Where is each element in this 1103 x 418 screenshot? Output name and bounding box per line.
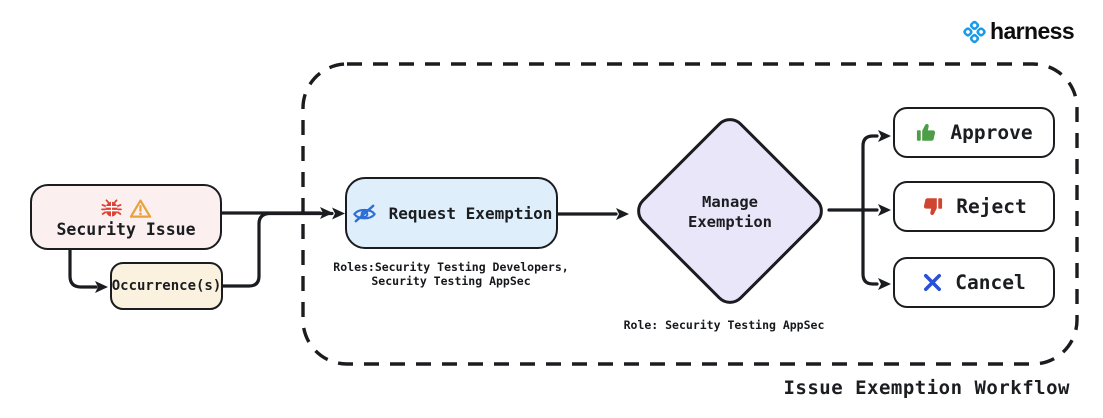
thumbs-up-icon [915, 121, 938, 144]
manage-exemption-label: Manage Exemption [688, 193, 772, 231]
warning-icon [129, 198, 152, 219]
bug-icon [100, 198, 122, 219]
edge-manage-to-cancel [861, 208, 879, 286]
node-request-exemption: Request Exemption [345, 177, 558, 249]
harness-wordmark: harness [990, 18, 1075, 44]
node-cancel: Cancel [893, 257, 1055, 308]
x-icon [922, 272, 943, 293]
eye-hidden-icon [351, 200, 378, 227]
harness-logo-icon [962, 19, 987, 44]
cancel-label: Cancel [955, 271, 1026, 294]
security-issue-label: Security Issue [56, 219, 196, 239]
manage-exemption-role-note: Role: Security Testing AppSec [623, 318, 825, 332]
request-exemption-label: Request Exemption [388, 203, 553, 223]
diagram-caption: Issue Exemption Workflow [783, 377, 1070, 399]
node-reject: Reject [893, 181, 1055, 232]
occurrences-label: Occurrence(s) [111, 278, 222, 294]
node-approve: Approve [893, 107, 1055, 158]
edge-security-to-occurrence [68, 248, 98, 289]
reject-label: Reject [956, 195, 1027, 218]
approve-label: Approve [950, 121, 1033, 144]
node-security-issue: Security Issue [30, 184, 222, 250]
harness-logo: harness [962, 18, 1075, 45]
request-exemption-roles-note: Roles:Security Testing Developers, Secur… [333, 260, 569, 288]
edge-manage-to-approve [861, 134, 879, 212]
thumbs-down-icon [921, 195, 944, 218]
node-occurrences: Occurrence(s) [110, 262, 223, 310]
